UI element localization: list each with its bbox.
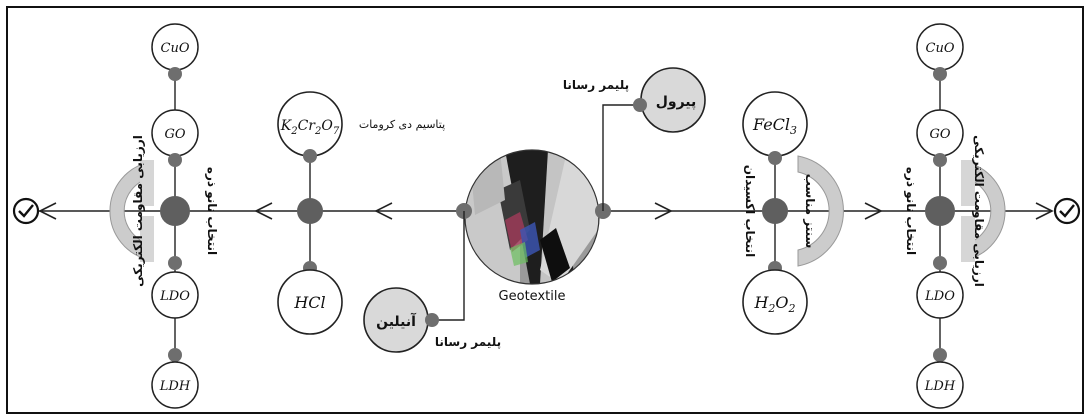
polymer-aniline-caption: پلیمر رسانا [435, 335, 501, 349]
right-oxidant-top-formula: FeCl3 [752, 115, 797, 137]
polymer-pyrrole-caption: پلیمر رسانا [563, 78, 629, 92]
right-oxidant-bottom-formula: H2O2 [753, 293, 795, 315]
left-nano-node-1 [168, 67, 182, 81]
left-nano-node-2 [168, 153, 182, 167]
left-oxidant-label: پتاسیم دی کرومات [359, 118, 445, 131]
left-nano-circle-ldh [151, 361, 199, 409]
left-acid-circle [277, 269, 343, 335]
polymer-pyrrole-node [633, 98, 647, 112]
left-acid-formula: HCl [293, 293, 325, 312]
left-test-bar-bottom [140, 216, 154, 262]
center-label: Geotextile [499, 289, 566, 304]
right-nano-step-label: انتخاب نانو ذره [903, 167, 918, 255]
synthesis-label: سنتز مناسب [803, 174, 817, 249]
right-oxidant-bottom-circle [742, 269, 808, 335]
flow-arrowheads [38, 202, 1054, 220]
right-nano-label-cuo: CuO [926, 41, 955, 56]
left-nano-label-ldo: LDO [159, 289, 190, 304]
right-nano-circle-ldh [916, 361, 964, 409]
right-test-label: ارزیابی مقاومت الکتریکی [971, 135, 986, 287]
left-test-bar-top [140, 160, 154, 206]
right-nano-node-1 [933, 67, 947, 81]
right-oxidant-top-node [768, 151, 782, 165]
left-oxidant-hub [297, 198, 323, 224]
right-nano-label-ldo: LDO [924, 289, 955, 304]
polymer-aniline-node [425, 313, 439, 327]
left-nano-label-ldh: LDH [159, 379, 191, 394]
left-nano-step-label: انتخاب نانو ذره [204, 167, 219, 255]
left-nano-label-cuo: CuO [161, 41, 190, 56]
right-nano-label-ldh: LDH [924, 379, 956, 394]
geotextile-image [464, 149, 600, 285]
right-nano-node-4 [933, 348, 947, 362]
check-circle-icon [1053, 197, 1081, 225]
right-nano-circle-ldo [916, 271, 964, 319]
left-nano-node-4 [168, 348, 182, 362]
polymer-pyrrole-connector [602, 104, 640, 211]
synthesis-bracket [797, 155, 844, 267]
left-nano-label-go: GO [164, 127, 185, 142]
right-test-bar-top [961, 160, 975, 206]
polymer-aniline-name: آنیلین [376, 312, 417, 330]
right-oxidant-hub [762, 198, 788, 224]
polymer-aniline-connector [433, 211, 465, 321]
polymer-pyrrole-name: پیرول [656, 94, 697, 110]
right-nano-hub [925, 196, 955, 226]
left-nano-node-3 [168, 256, 182, 270]
left-oxidant-top-node [303, 149, 317, 163]
left-test-label: ارزیابی مقاومت الکتریکی [131, 135, 146, 287]
right-nano-label-go: GO [929, 127, 950, 142]
left-nano-hub [160, 196, 190, 226]
left-nano-circle-ldo [151, 271, 199, 319]
right-nano-node-2 [933, 153, 947, 167]
check-circle-icon [12, 197, 40, 225]
right-nano-node-3 [933, 256, 947, 270]
right-oxidant-step-label: انتخاب اکسیدان [743, 165, 757, 257]
right-test-bar-bottom [961, 216, 975, 262]
